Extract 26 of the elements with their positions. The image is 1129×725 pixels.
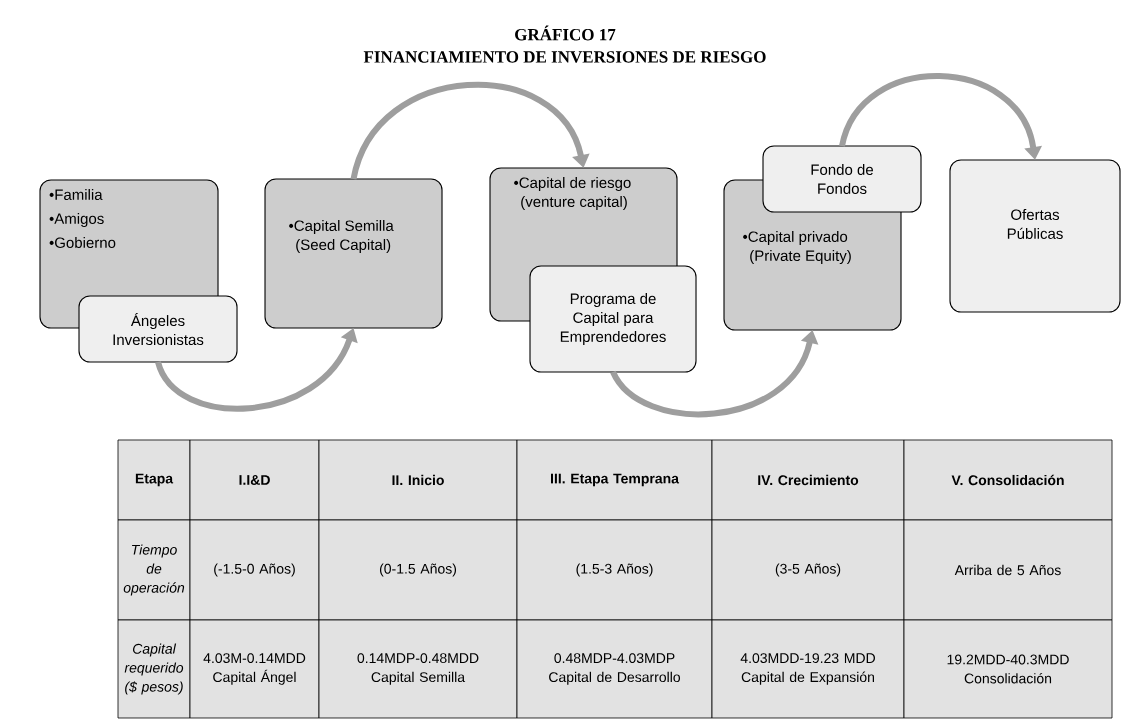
figure-number: GRÁFICO 17 bbox=[515, 25, 616, 41]
table-cell: (0-1.5 Años) bbox=[318, 519, 518, 621]
table-cell: (1.5-3 Años) bbox=[516, 519, 713, 621]
table-cell: 0.48MDP-4.03MDP Capital de Desarrollo bbox=[516, 619, 713, 719]
table-cell: 19.2MDD-40.3MDD Consolidación bbox=[903, 619, 1113, 719]
table-cell: Capital requerido ($ pesos) bbox=[117, 619, 191, 719]
table-cell: III. Etapa Temprana bbox=[516, 439, 713, 521]
curved-arrow bbox=[350, 82, 590, 180]
title: FINANCIAMIENTO DE INVERSIONES DE RIESGO bbox=[363, 51, 766, 63]
table-cell: Etapa bbox=[117, 439, 191, 521]
table-cell: 0.14MDP-0.48MDD Capital Semilla bbox=[318, 619, 518, 719]
label-box: Fondo de Fondos bbox=[762, 145, 922, 213]
table-cell: Arriba de 5 Años bbox=[903, 519, 1113, 621]
label-box: Ángeles Inversionistas bbox=[78, 295, 238, 363]
label-box: Programa de Capital para Emprendedores bbox=[529, 265, 697, 373]
table-cell: (3-5 Años) bbox=[711, 519, 905, 621]
table-cell: Tiempo de operación bbox=[117, 519, 191, 621]
table-cell: I.I&D bbox=[189, 439, 320, 521]
table-cell: (-1.5-0 Años) bbox=[189, 519, 320, 621]
table-cell: 4.03M-0.14MDD Capital Ángel bbox=[189, 619, 320, 719]
table-cell: 4.03MDD-19.23 MDD Capital de Expansión bbox=[711, 619, 905, 719]
table-cell: II. Inicio bbox=[318, 439, 518, 521]
table-cell: V. Consolidación bbox=[903, 439, 1113, 521]
stage-box: Ofertas Públicas bbox=[949, 159, 1121, 313]
table-cell: IV. Crecimiento bbox=[711, 439, 905, 521]
stage-box: •Capital Semilla (Seed Capital) bbox=[264, 178, 443, 329]
